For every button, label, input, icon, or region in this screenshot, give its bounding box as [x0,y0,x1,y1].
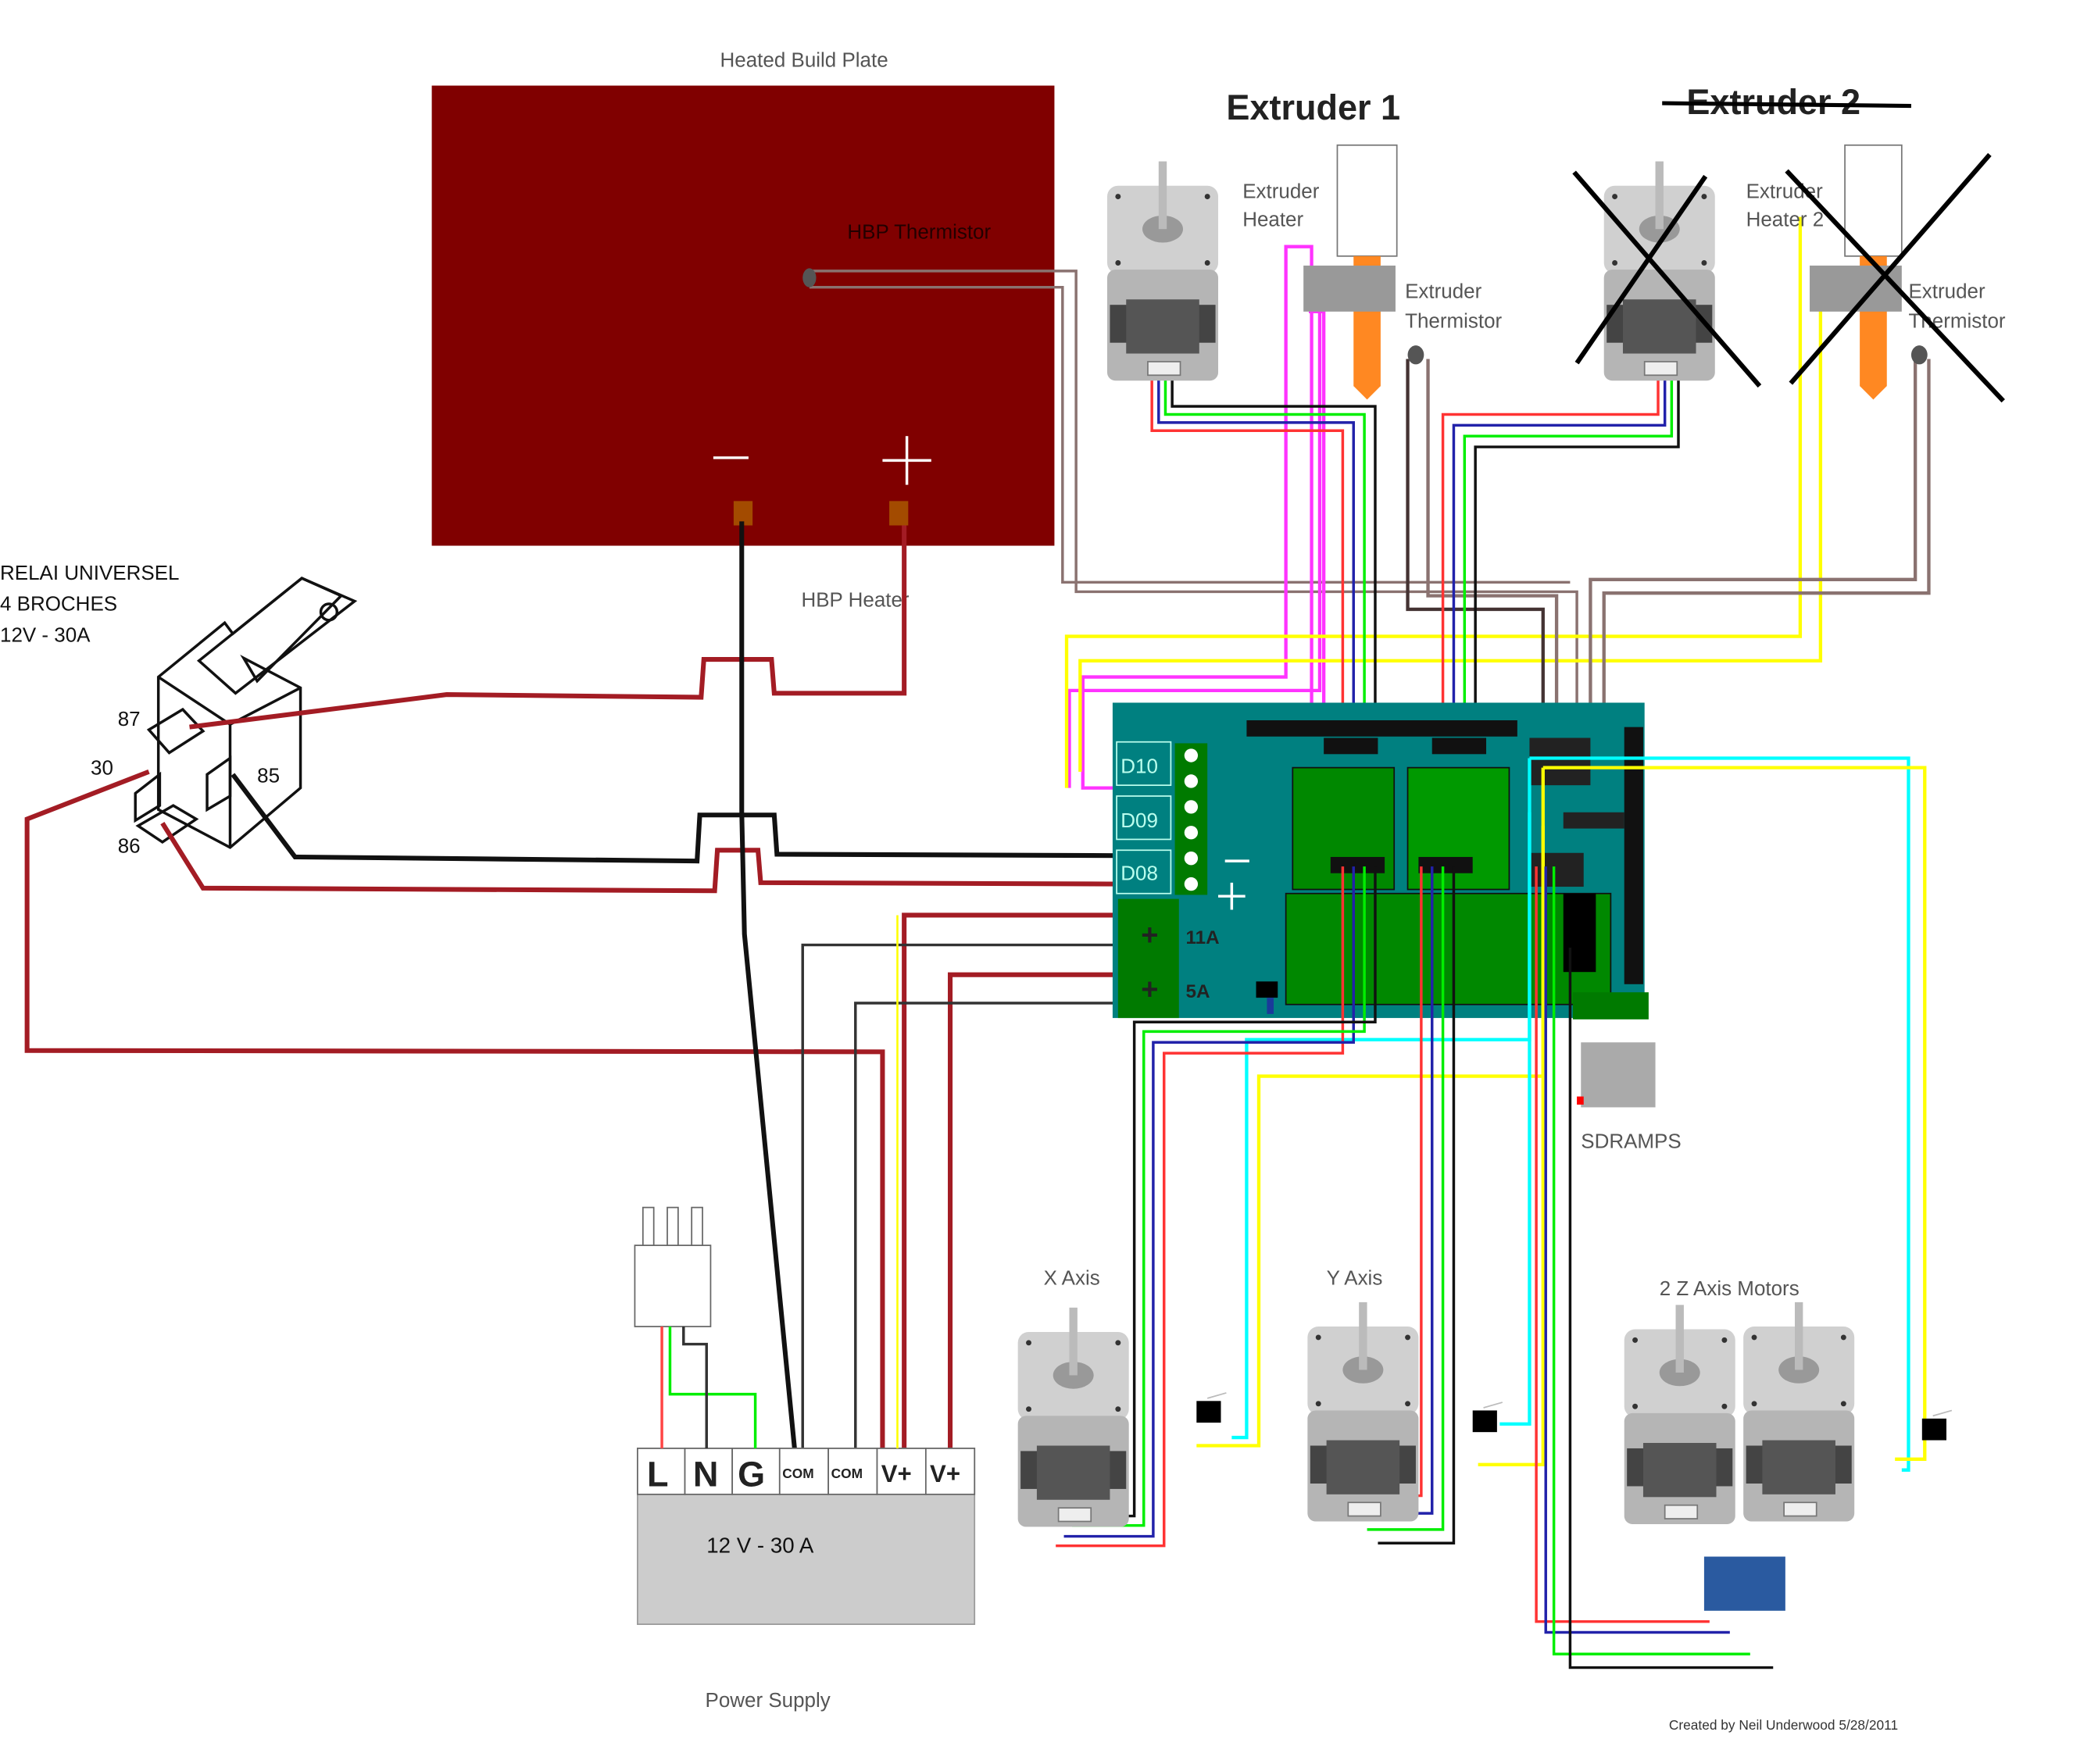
psu-terminal-g: G [738,1454,765,1494]
y-axis-label: Y Axis [1327,1266,1383,1289]
z-axis-label: 2 Z Axis Motors [1660,1277,1800,1300]
z-axis-motor-2-icon [1742,1301,1856,1523]
ac-plug-icon [634,1206,757,1448]
ground-wires [231,521,1124,1449]
extruder-motor-wires [1150,362,1680,738]
hbp-thermistor-icon [802,268,817,287]
psu-terminal-v2: V+ [930,1460,960,1487]
x-axis-label: X Axis [1044,1266,1100,1289]
x-axis-motor-icon [1017,1306,1130,1528]
x-axis: X Axis [1017,1266,1228,1528]
ramps-board: D10 D09 D08 11A 5A + + SDRAMPS [1112,702,1682,1152]
z-splitter-icon [1703,1556,1785,1611]
sdramps-label: SDRAMPS [1581,1129,1681,1152]
hbp-thermistor-label: HBP Thermistor [847,220,991,243]
psu-rating: 12 V - 30 A [706,1533,814,1557]
extruder-heater-label-1: Extruder [1242,179,1319,202]
power-wires [24,525,1124,1448]
relay-pin-86: 86 [118,834,141,858]
credit-label: Created by Neil Underwood 5/28/2011 [1669,1717,1898,1733]
svg-text:+: + [1141,973,1158,1006]
y-axis: Y Axis [1306,1266,1503,1523]
psu-terminal-l: L [647,1454,669,1494]
extruder-thermistor-icon [1407,345,1424,365]
relay-pin-30: 30 [91,755,113,779]
extruder-2: Extruder 2 Extruder Heater 2 Extruder Th… [1572,82,2006,403]
extruder-heater-label-2: Heater [1242,208,1303,231]
mosfet-d10-label: D10 [1120,755,1158,778]
psu-terminal-n: N [693,1454,719,1494]
z-axis-motor-1-icon [1623,1304,1736,1525]
mosfet-d08-label: D08 [1120,861,1158,884]
relay: RELAI UNIVERSEL 4 BROCHES 12V - 30A 87 3… [0,561,358,858]
x-endstop-icon [1196,1392,1228,1423]
extruder-heater2-label-2: Heater 2 [1746,208,1825,231]
extruder-heater-icon [1336,144,1398,257]
sd-card-icon [1581,1042,1656,1108]
z-axis: 2 Z Axis Motors [1623,1277,1953,1611]
extruder-thermistor-label-2: Thermistor [1405,309,1502,333]
psu-terminal-com1: COM [782,1466,813,1481]
extruder-1-title: Extruder 1 [1226,87,1400,127]
strikethrough-icon [1662,101,1911,109]
heated-build-plate-label: Heated Build Plate [720,48,888,71]
extruder-thermistor-label-1: Extruder [1405,280,1481,303]
power-supply: L N G COM COM V+ V+ 12 V - 30 A Power Su… [634,1206,976,1712]
relay-pin-85: 85 [257,764,280,787]
svg-text:+: + [1141,919,1158,952]
endstop-wires [1196,756,1927,1472]
mosfet-d09-label: D09 [1120,809,1158,832]
y-axis-motor-icon [1306,1301,1420,1523]
relay-title-1: RELAI UNIVERSEL [0,561,179,584]
power-5a-label: 5A [1185,981,1210,1002]
y-endstop-icon [1471,1402,1503,1434]
relay-title-3: 12V - 30A [0,623,91,647]
signal-wires [1064,216,1931,790]
relay-pin-87: 87 [118,707,141,730]
psu-terminal-com2: COM [831,1466,863,1481]
cross-out-icon [1572,152,2005,403]
power-11a-label: 11A [1185,927,1219,948]
z-endstop-icon [1921,1409,1953,1441]
extruder-1: Extruder 1 Extruder Heater Extruder Ther… [1106,87,1503,400]
psu-terminals [637,1448,976,1495]
heated-build-plate: Heated Build Plate HBP Thermistor HBP He… [431,48,1578,705]
power-supply-label: Power Supply [706,1688,831,1712]
relay-title-2: 4 BROCHES [0,592,117,616]
hbp-heater-label: HBP Heater [801,587,909,611]
psu-terminal-v1: V+ [881,1460,912,1487]
extruder-thermistor2-label-1: Extruder [1908,280,1985,303]
extruder-1-motor-icon [1106,160,1219,382]
